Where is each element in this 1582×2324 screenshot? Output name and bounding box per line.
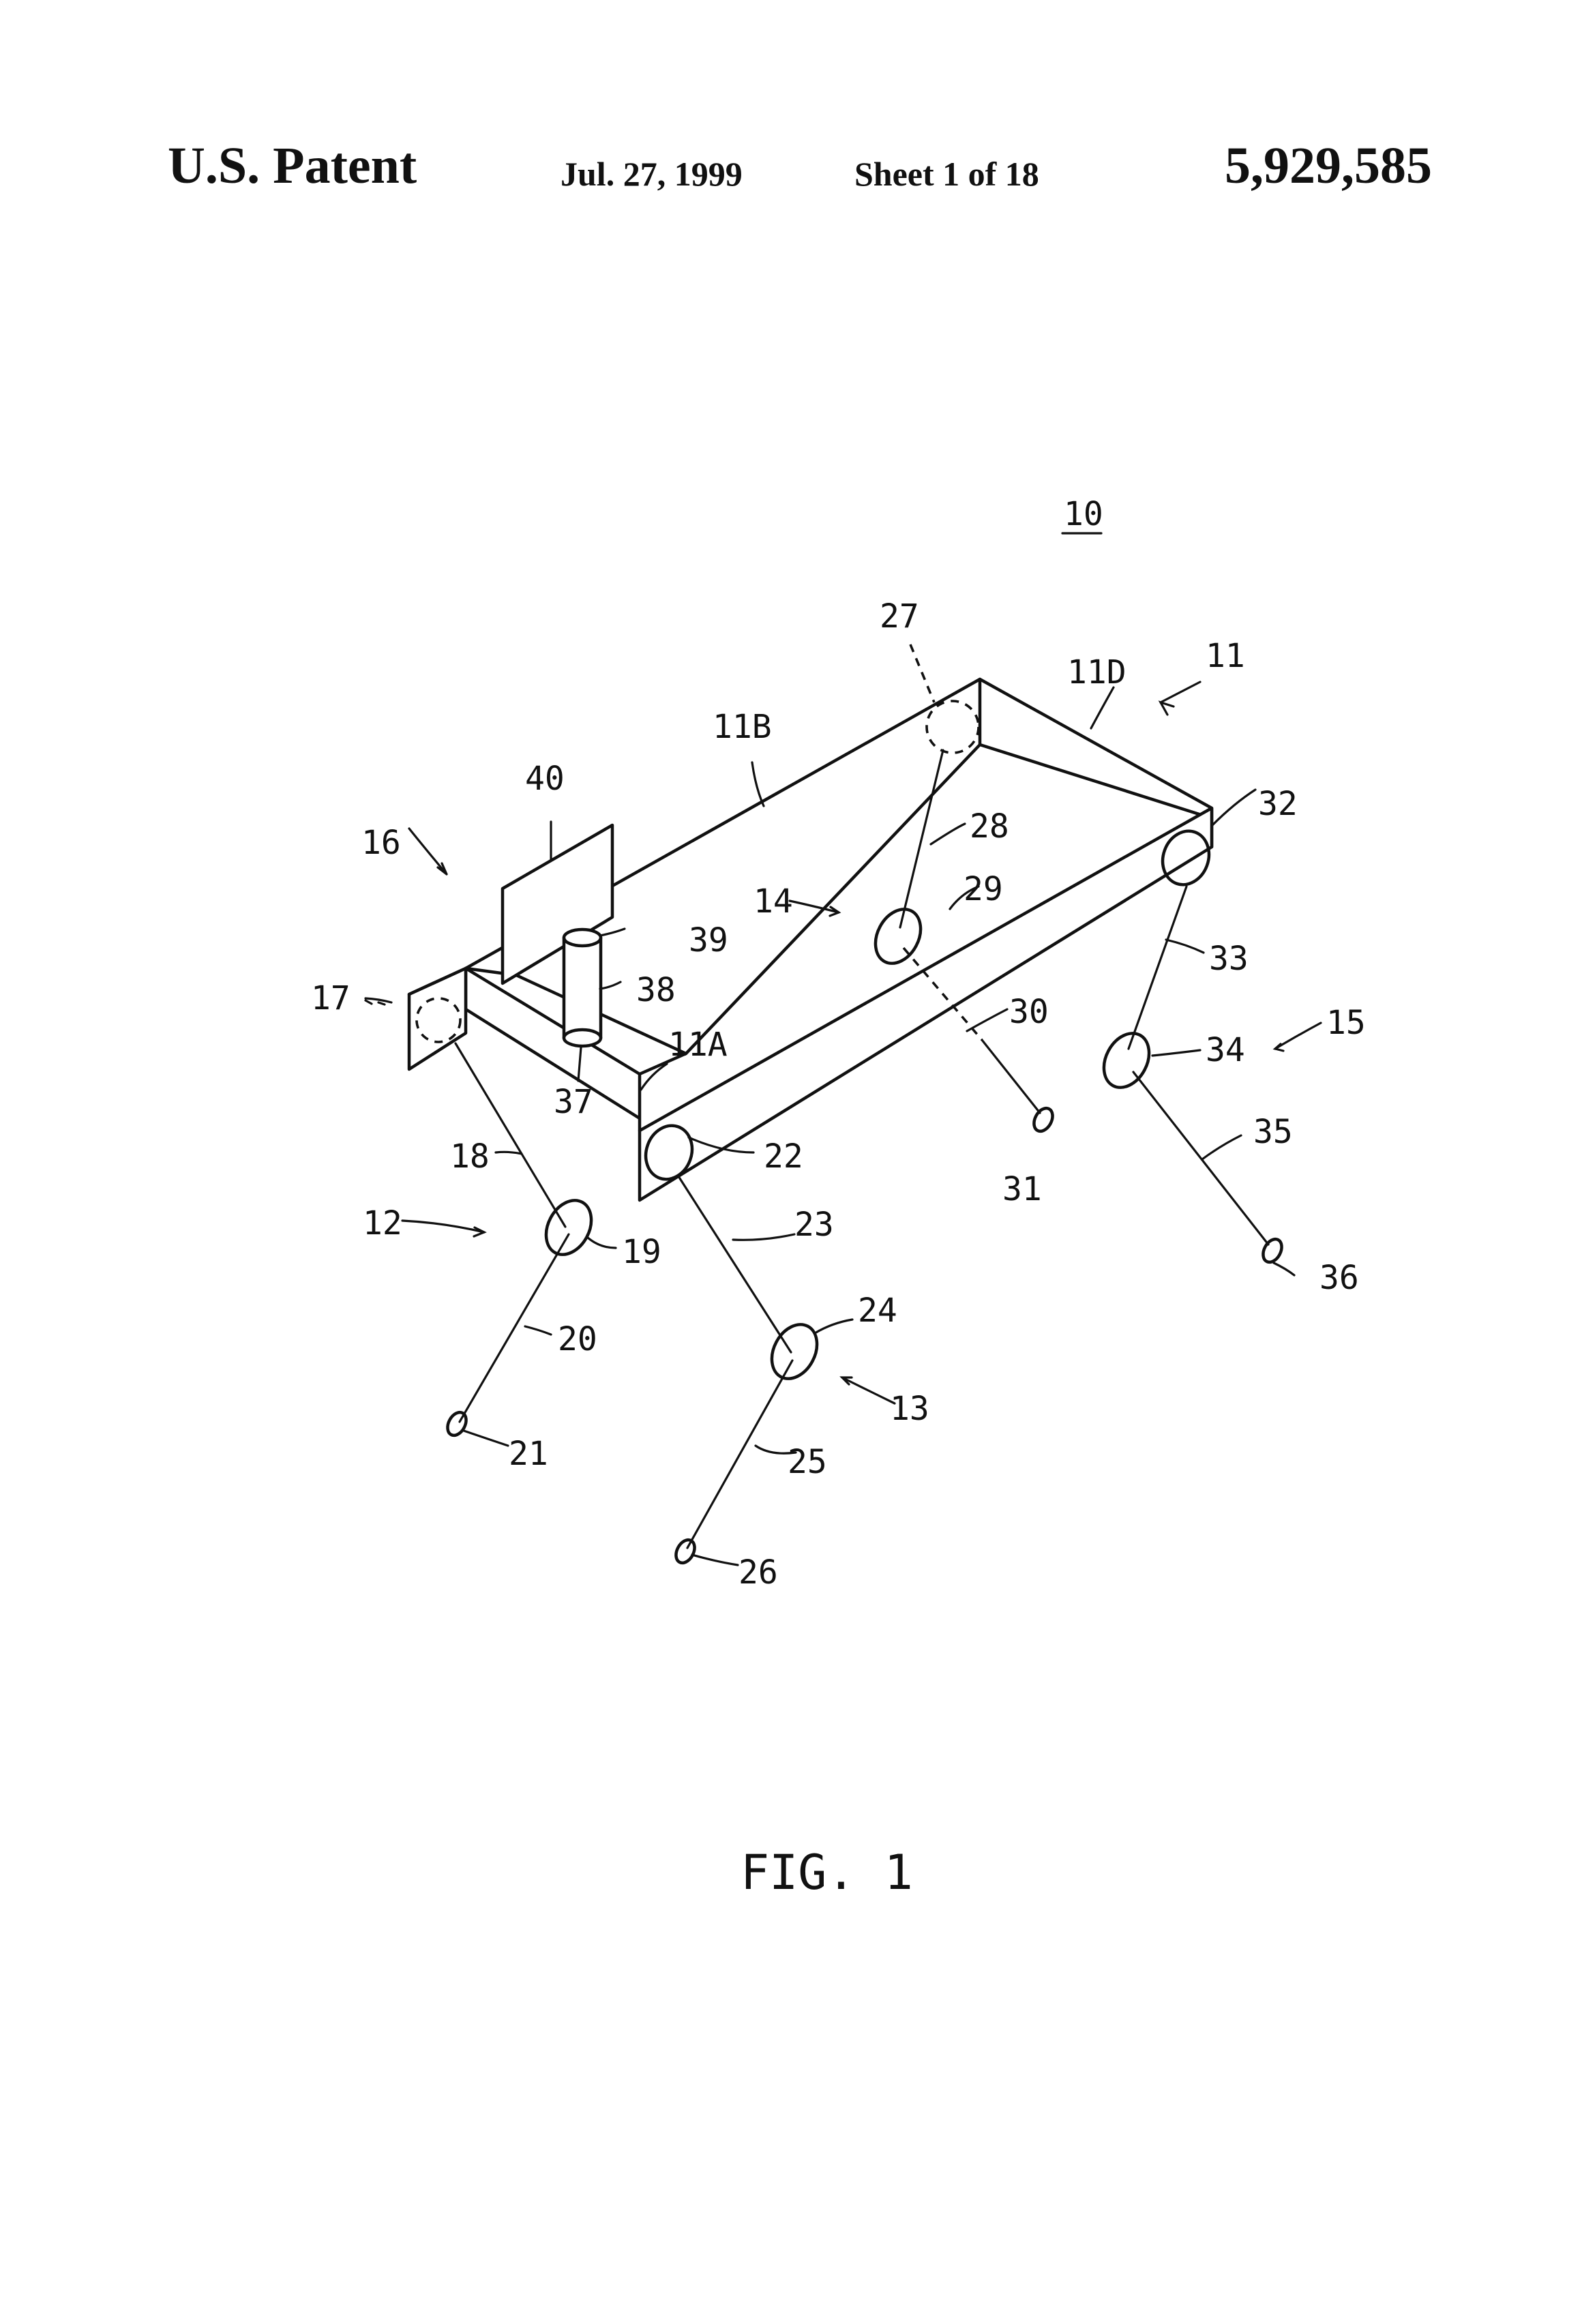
ref-37: 37 (554, 1083, 593, 1121)
rail-front-face (638, 806, 1214, 1202)
ref-11: 11 (1206, 637, 1245, 675)
patent-number: 5,929,585 (1225, 137, 1432, 194)
ref-32: 32 (1258, 785, 1298, 823)
leg-14 (874, 749, 1054, 1133)
knee-19 (544, 1199, 593, 1256)
ref-15: 15 (1326, 1004, 1366, 1042)
ref-25: 25 (788, 1443, 827, 1481)
ref-26: 26 (738, 1553, 778, 1592)
front-end-face (407, 966, 468, 1071)
ref-17: 17 (311, 979, 350, 1017)
ref-30: 30 (1009, 993, 1049, 1031)
patent-date: Jul. 27, 1999 (561, 155, 743, 193)
ref-16: 16 (361, 824, 401, 862)
foot-26 (674, 1538, 696, 1565)
ref-27: 27 (880, 597, 919, 636)
ref-22: 22 (764, 1137, 803, 1176)
cylinder-37-bottom (562, 1028, 603, 1048)
sheet-number: Sheet 1 of 18 (854, 155, 1039, 193)
ref-13: 13 (890, 1390, 929, 1428)
leg-12 (446, 1042, 593, 1437)
figure-caption: FIG. 1 (741, 1845, 913, 1901)
label-10: 10 (1064, 495, 1103, 533)
joint-27 (925, 700, 980, 754)
end-block-top (407, 966, 518, 996)
ref-38: 38 (636, 971, 676, 1009)
ref-19: 19 (622, 1233, 661, 1271)
ref-14: 14 (753, 882, 793, 921)
ref-11b: 11B (713, 708, 772, 746)
ref-23: 23 (794, 1206, 834, 1244)
ref-29: 29 (964, 870, 1003, 908)
ref-31: 31 (1002, 1170, 1042, 1208)
knee-24 (770, 1323, 819, 1380)
sensor-assembly (501, 823, 614, 1048)
cylinder-38-body (562, 936, 603, 1040)
joint-17 (415, 997, 462, 1043)
ref-40: 40 (525, 760, 565, 798)
cylinder-39-top (562, 927, 603, 948)
ref-36: 36 (1319, 1259, 1359, 1297)
ref-34: 34 (1206, 1031, 1245, 1069)
patent-header-label: U.S. Patent (168, 137, 417, 194)
ref-20: 20 (558, 1320, 597, 1358)
ref-35: 35 (1253, 1113, 1293, 1151)
ref-11d: 11D (1067, 653, 1126, 691)
ref-28: 28 (970, 807, 1009, 846)
ref-11a: 11A (668, 1026, 728, 1064)
knee-29 (874, 908, 923, 965)
ref-12: 12 (363, 1204, 402, 1242)
leader-lines (364, 644, 1322, 1566)
joint-32 (1161, 829, 1211, 887)
joint-22 (644, 1124, 694, 1181)
foot-31 (1032, 1106, 1054, 1133)
foot-36 (1262, 1237, 1283, 1264)
leg-15 (1102, 885, 1283, 1264)
ref-39: 39 (689, 921, 728, 959)
ref-33: 33 (1209, 940, 1249, 978)
plate-40 (501, 823, 614, 985)
foot-21 (446, 1410, 468, 1437)
reference-numerals: 10 11 11D 27 11B 40 16 32 28 29 14 39 33… (311, 495, 1366, 1592)
knee-34 (1102, 1032, 1151, 1089)
ref-21: 21 (509, 1435, 548, 1473)
ref-24: 24 (858, 1292, 897, 1330)
ref-18: 18 (450, 1137, 490, 1176)
